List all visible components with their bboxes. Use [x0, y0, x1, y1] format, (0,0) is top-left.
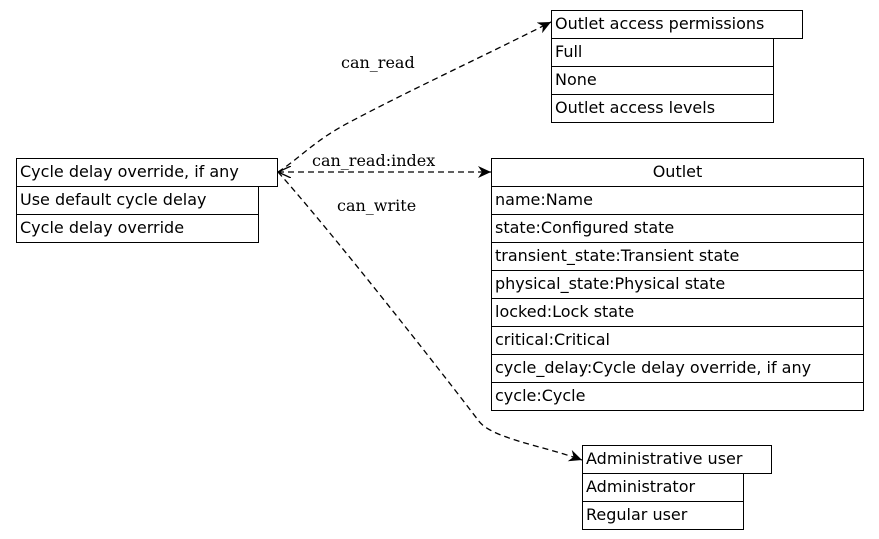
edge-label-can-read: can_read	[341, 53, 415, 72]
node-row: Administrator	[582, 473, 744, 502]
node-row: name:Name	[491, 186, 864, 215]
node-title: Administrative user	[582, 445, 772, 474]
node-row: Use default cycle delay	[16, 186, 259, 215]
node-row: transient_state:Transient state	[491, 242, 864, 271]
node-row: Cycle delay override	[16, 214, 259, 243]
edge-can-write	[277, 171, 583, 462]
node-row: cycle:Cycle	[491, 382, 864, 411]
edge-label-can-read-index: can_read:index	[312, 151, 436, 170]
node-row: physical_state:Physical state	[491, 270, 864, 299]
node-row: Regular user	[582, 501, 744, 530]
node-row: Full	[551, 38, 774, 67]
node-row: critical:Critical	[491, 326, 864, 355]
node-row: locked:Lock state	[491, 298, 864, 327]
node-row: cycle_delay:Cycle delay override, if any	[491, 354, 864, 383]
edge-label-can-write: can_write	[337, 196, 417, 215]
node-title: Outlet access permissions	[551, 10, 803, 39]
node-row: state:Configured state	[491, 214, 864, 243]
edge-can-read	[277, 21, 552, 173]
node-title: Cycle delay override, if any	[16, 158, 278, 187]
node-row: Outlet access levels	[551, 94, 774, 123]
node-title: Outlet	[491, 158, 864, 187]
node-row: None	[551, 66, 774, 95]
